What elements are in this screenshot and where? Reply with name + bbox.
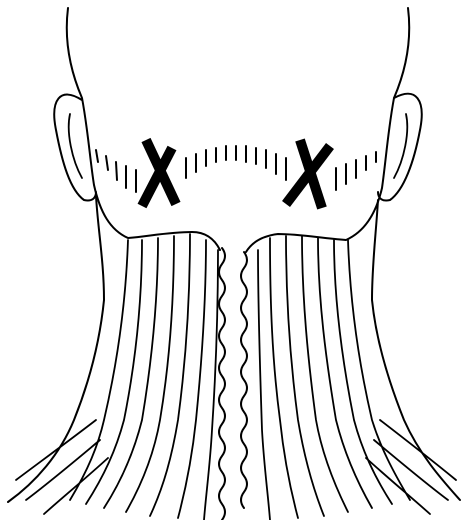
right-ear	[378, 94, 422, 201]
left-x-mark	[142, 140, 176, 206]
right-trapezius-muscle	[258, 236, 456, 520]
right-x-mark	[286, 140, 330, 208]
hairline-dashes	[96, 146, 376, 192]
left-trapezius-muscle	[16, 234, 218, 520]
head-outline	[67, 8, 409, 252]
spine	[219, 248, 247, 520]
